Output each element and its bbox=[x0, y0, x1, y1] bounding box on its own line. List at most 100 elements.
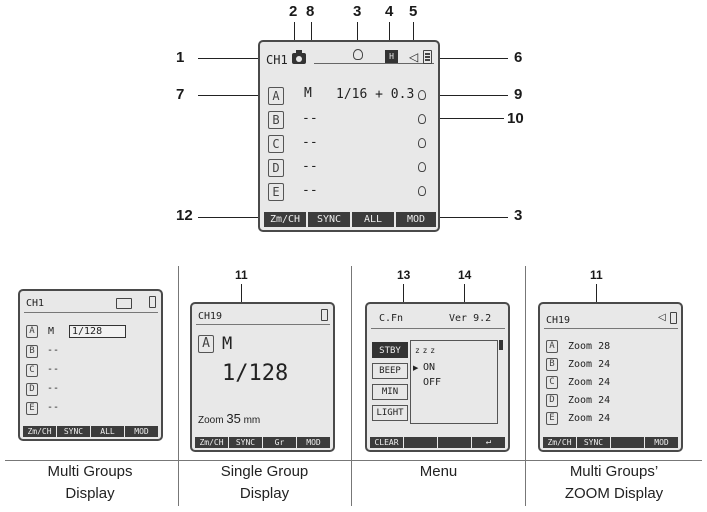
caption-multi-l1: Multi Groups bbox=[47, 463, 133, 480]
callout-3b: 3 bbox=[514, 207, 523, 224]
menu-softkey-clear[interactable]: CLEAR bbox=[370, 437, 403, 448]
group-e-box: E bbox=[268, 183, 284, 201]
multi-group-b-value: -- bbox=[47, 345, 60, 356]
single-callout-11: 11 bbox=[235, 268, 248, 282]
multi-softkey-mod[interactable]: MOD bbox=[125, 426, 158, 437]
panel-divider-1 bbox=[178, 266, 179, 506]
battery-icon bbox=[423, 50, 432, 64]
menu-callout-13: 13 bbox=[397, 268, 411, 282]
zoom-lcd: CH19 ◁ A Zoom 28 B Zoom 24 C Zoom 24 D Z… bbox=[538, 302, 683, 452]
speaker-icon: ◁ bbox=[409, 50, 419, 64]
menu-options-frame bbox=[410, 340, 498, 424]
single-softkey-mod[interactable]: MOD bbox=[297, 437, 330, 448]
single-softkey-zm-ch[interactable]: Zm/CH bbox=[195, 437, 228, 448]
group-b-value: -- bbox=[302, 111, 318, 126]
group-b-bulb-icon bbox=[418, 114, 426, 124]
multi-group-c: C bbox=[26, 364, 38, 377]
menu-softkey-2[interactable] bbox=[404, 437, 437, 448]
multi-mode: M bbox=[48, 326, 55, 337]
menu-softkey-return-icon[interactable]: ↵ bbox=[472, 437, 505, 448]
menu-item-beep[interactable]: BEEP bbox=[372, 363, 408, 379]
callout-9: 9 bbox=[514, 86, 523, 103]
menu-arrow-icon: ▶ bbox=[413, 365, 419, 372]
zoom-speaker-icon: ◁ bbox=[658, 312, 666, 323]
multi-groups-lcd: CH1 A M 1/128 B -- C -- D -- E -- Zm/CH … bbox=[18, 289, 163, 441]
main-lcd: CH1 H ◁ A M 1/16 + 0.3 B -- C -- D -- bbox=[258, 40, 440, 232]
softkey-zm-ch[interactable]: Zm/CH bbox=[264, 212, 306, 227]
leader-1 bbox=[198, 58, 266, 59]
camera-icon bbox=[292, 50, 306, 64]
single-zoom-label: Zoom bbox=[198, 415, 224, 426]
softkey-all[interactable]: ALL bbox=[352, 212, 394, 227]
menu-item-list: STBY BEEP MIN LIGHT bbox=[372, 342, 408, 424]
softkey-mod[interactable]: MOD bbox=[396, 212, 436, 227]
multi-channel: CH1 bbox=[26, 298, 45, 309]
callout-10: 10 bbox=[507, 110, 524, 127]
group-d-bulb-icon bbox=[418, 162, 426, 172]
zoom-group-b-value: Zoom 24 bbox=[568, 359, 611, 370]
leader-3b bbox=[436, 217, 508, 218]
softkey-sync[interactable]: SYNC bbox=[308, 212, 350, 227]
zoom-header-divider bbox=[544, 328, 678, 329]
zoom-softkey-mod[interactable]: MOD bbox=[645, 437, 678, 448]
single-zoom-value: 35 bbox=[226, 411, 241, 426]
multi-softkey-zm-ch[interactable]: Zm/CH bbox=[23, 426, 56, 437]
multi-power: 1/128 bbox=[69, 325, 126, 338]
caption-menu: Menu bbox=[419, 463, 458, 480]
panel-divider-2 bbox=[351, 266, 352, 506]
zoom-group-a-value: Zoom 28 bbox=[568, 341, 611, 352]
menu-title: C.Fn bbox=[379, 313, 404, 324]
caption-zoom-display: Multi Groups’ ZOOM Display bbox=[528, 461, 700, 505]
multi-group-c-value: -- bbox=[47, 364, 60, 375]
caption-zoom-l2: ZOOM Display bbox=[564, 485, 664, 502]
group-c-value: -- bbox=[302, 135, 318, 150]
leader-6 bbox=[440, 58, 508, 59]
leader-5 bbox=[413, 22, 414, 46]
menu-scrollbar[interactable] bbox=[499, 340, 503, 350]
menu-leader-14 bbox=[464, 284, 465, 312]
group-e-value: -- bbox=[302, 183, 318, 198]
header-divider bbox=[314, 63, 434, 64]
callout-1: 1 bbox=[176, 49, 185, 66]
callout-7: 7 bbox=[176, 86, 185, 103]
zoom-group-a: A bbox=[546, 340, 558, 353]
menu-softkey-3[interactable] bbox=[438, 437, 471, 448]
callout-4: 4 bbox=[385, 3, 394, 20]
leader-10 bbox=[432, 118, 504, 119]
zoom-softkey-zm-ch[interactable]: Zm/CH bbox=[543, 437, 576, 448]
group-a-mode: M bbox=[304, 86, 312, 101]
multi-group-e: E bbox=[26, 402, 38, 415]
group-a-bulb-icon bbox=[418, 90, 426, 100]
multi-softkey-all[interactable]: ALL bbox=[91, 426, 124, 437]
group-c-box: C bbox=[268, 135, 284, 153]
menu-callout-14: 14 bbox=[458, 268, 472, 282]
callout-3: 3 bbox=[353, 3, 362, 20]
caption-single-l2: Display bbox=[239, 485, 290, 502]
leader-7 bbox=[198, 95, 266, 96]
bulb-icon bbox=[353, 49, 363, 60]
group-d-value: -- bbox=[302, 159, 318, 174]
single-softkey-gr[interactable]: Gr bbox=[263, 437, 296, 448]
menu-item-min[interactable]: MIN bbox=[372, 384, 408, 400]
multi-group-b: B bbox=[26, 345, 38, 358]
high-speed-sync-icon: H bbox=[385, 50, 398, 63]
menu-item-light[interactable]: LIGHT bbox=[372, 405, 408, 421]
caption-zoom-l1: Multi Groups’ bbox=[569, 463, 659, 480]
single-mode: M bbox=[222, 334, 233, 354]
zoom-group-e-value: Zoom 24 bbox=[568, 413, 611, 424]
zoom-softkey-3[interactable] bbox=[611, 437, 644, 448]
leader-9 bbox=[420, 95, 508, 96]
menu-option-on[interactable]: ON bbox=[423, 362, 436, 373]
multi-softkey-sync[interactable]: SYNC bbox=[57, 426, 90, 437]
zoom-softkey-sync[interactable]: SYNC bbox=[577, 437, 610, 448]
caption-single-l1: Single Group bbox=[220, 463, 309, 480]
multi-group-a: A bbox=[26, 325, 38, 338]
menu-version: Ver 9.2 bbox=[449, 313, 492, 324]
callout-8: 8 bbox=[306, 3, 315, 20]
single-softkey-sync[interactable]: SYNC bbox=[229, 437, 262, 448]
zoom-group-c: C bbox=[546, 376, 558, 389]
menu-item-stby[interactable]: STBY bbox=[372, 342, 408, 358]
single-power: 1/128 bbox=[222, 361, 289, 386]
menu-option-off[interactable]: OFF bbox=[423, 377, 442, 388]
callout-2: 2 bbox=[289, 3, 298, 20]
